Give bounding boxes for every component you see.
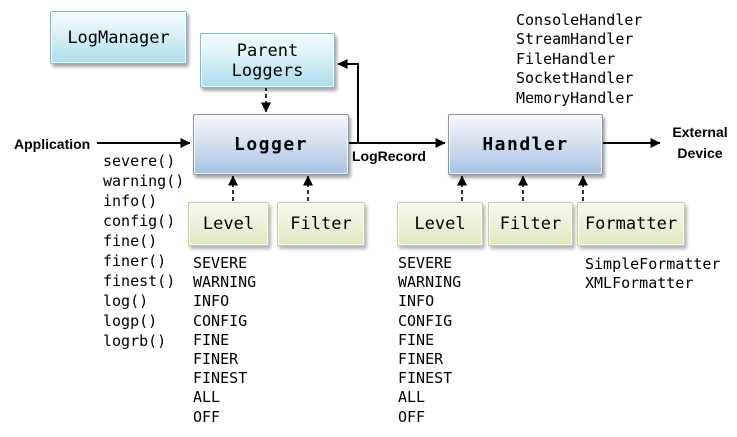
list-item: WARNING xyxy=(398,273,462,292)
list-item: logp() xyxy=(103,312,158,330)
logmanager-box: LogManager xyxy=(50,11,187,64)
parent-loggers-label-line2: Loggers xyxy=(231,60,304,81)
handler-filter-box: Filter xyxy=(488,202,573,246)
list-item: ConsoleHandler xyxy=(516,11,643,29)
list-item: SocketHandler xyxy=(516,69,634,88)
list-item: FINER xyxy=(398,350,444,369)
logger-label: Logger xyxy=(233,134,309,155)
parent-loggers-box: Parent Loggers xyxy=(200,33,335,88)
handler-filter-label: Filter xyxy=(499,214,562,234)
list-item: FINEST xyxy=(193,369,248,388)
list-item: info() xyxy=(103,192,158,210)
list-item: logrb() xyxy=(103,332,167,350)
list-item: CONFIG xyxy=(193,311,248,330)
logger-to-parent-loggers-arrow xyxy=(337,59,359,143)
list-item: StreamHandler xyxy=(516,30,634,49)
formatter-label: Formatter xyxy=(584,214,678,234)
parent-loggers-label-line1: Parent xyxy=(236,40,299,61)
list-item: ALL xyxy=(398,388,426,407)
application-label: Application xyxy=(14,136,91,152)
list-item: INFO xyxy=(398,292,435,311)
list-item: finest() xyxy=(103,272,176,290)
logger-level-box: Level xyxy=(188,202,269,246)
formatter-box: Formatter xyxy=(577,202,685,246)
handler-box: Handler xyxy=(448,114,603,175)
list-item: config() xyxy=(103,212,176,230)
list-item: OFF xyxy=(398,407,426,426)
list-item: FINEST xyxy=(398,369,453,388)
handler-level-box: Level xyxy=(397,202,483,246)
logger-level-label: Level xyxy=(202,214,255,234)
logger-filter-label: Filter xyxy=(290,214,352,234)
list-item: FileHandler xyxy=(516,49,616,68)
list-item: FINER xyxy=(193,350,239,369)
list-item: FINE xyxy=(193,330,230,349)
list-item: log() xyxy=(103,292,149,310)
logger-methods-list: severe() warning() info() config() fine() fin… xyxy=(103,151,184,351)
logmanager-label: LogManager xyxy=(67,27,170,48)
list-item: FINE xyxy=(398,330,435,349)
handler-level-label: Level xyxy=(414,214,466,234)
list-item: CONFIG xyxy=(398,311,453,330)
list-item: SEVERE xyxy=(398,254,453,272)
list-item: warning() xyxy=(103,172,185,190)
logger-filter-box: Filter xyxy=(277,202,365,246)
list-item: INFO xyxy=(193,292,230,311)
list-item: XMLFormatter xyxy=(585,274,694,292)
list-item: WARNING xyxy=(193,273,257,292)
list-item: SEVERE xyxy=(193,254,248,272)
logrecord-label: LogRecord xyxy=(352,148,426,164)
external-device-line1: External xyxy=(672,124,728,140)
list-item: ALL xyxy=(193,388,221,407)
list-item: OFF xyxy=(193,407,221,426)
list-item: MemoryHandler xyxy=(516,88,634,107)
logger-box: Logger xyxy=(193,114,349,175)
list-item: severe() xyxy=(103,152,176,170)
list-item: finer() xyxy=(103,252,167,270)
handler-label: Handler xyxy=(482,134,569,155)
list-item: fine() xyxy=(103,232,158,250)
list-item: SimpleFormatter xyxy=(585,255,721,273)
external-device-label: External Device xyxy=(663,122,737,164)
external-device-line2: Device xyxy=(677,145,723,161)
